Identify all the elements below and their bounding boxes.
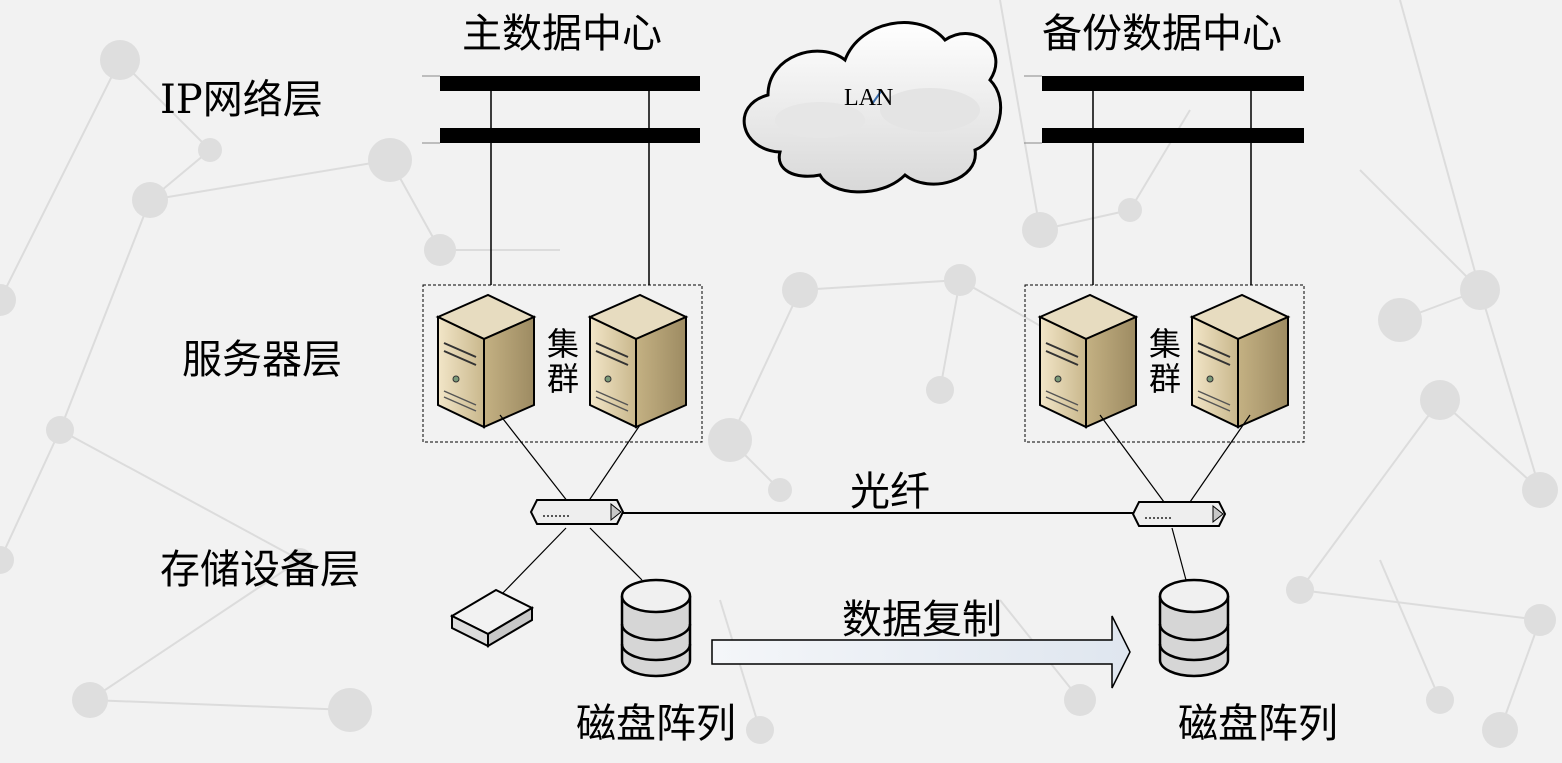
san-switch-icon — [529, 499, 625, 525]
lan-cloud-icon — [742, 21, 1003, 194]
server-icon — [1189, 293, 1291, 429]
primary-disk-array-label: 磁盘阵列 — [576, 701, 736, 747]
server-icon — [435, 293, 537, 429]
replication-arrow — [711, 615, 1131, 689]
primary-network-bars — [422, 75, 700, 285]
backup-datacenter-title: 备份数据中心 — [1042, 11, 1282, 57]
primary-datacenter-title: 主数据中心 — [462, 11, 662, 57]
backup-cluster-label: 集群 — [1148, 325, 1181, 399]
disk-array-icon — [620, 578, 692, 678]
ip-layer-label: IP网络层 — [160, 77, 323, 123]
primary-server-group — [422, 284, 703, 443]
lan-label: LAN — [844, 85, 894, 111]
storage-layer-label: 存储设备层 — [160, 547, 360, 593]
replication-label: 数据复制 — [842, 597, 1002, 643]
fiber-label: 光纤 — [850, 469, 930, 515]
server-icon — [1037, 293, 1139, 429]
server-layer-label: 服务器层 — [182, 337, 342, 383]
primary-cluster-label: 集群 — [546, 325, 579, 399]
backup-disk-array-label: 磁盘阵列 — [1178, 701, 1338, 747]
san-links — [497, 414, 1251, 599]
server-icon — [587, 293, 689, 429]
san-switch-icon — [1131, 501, 1227, 527]
backup-network-bars — [1024, 75, 1304, 285]
backup-server-group — [1024, 284, 1305, 443]
disk-array-icon — [1158, 578, 1230, 678]
storage-device-icon — [449, 588, 535, 648]
